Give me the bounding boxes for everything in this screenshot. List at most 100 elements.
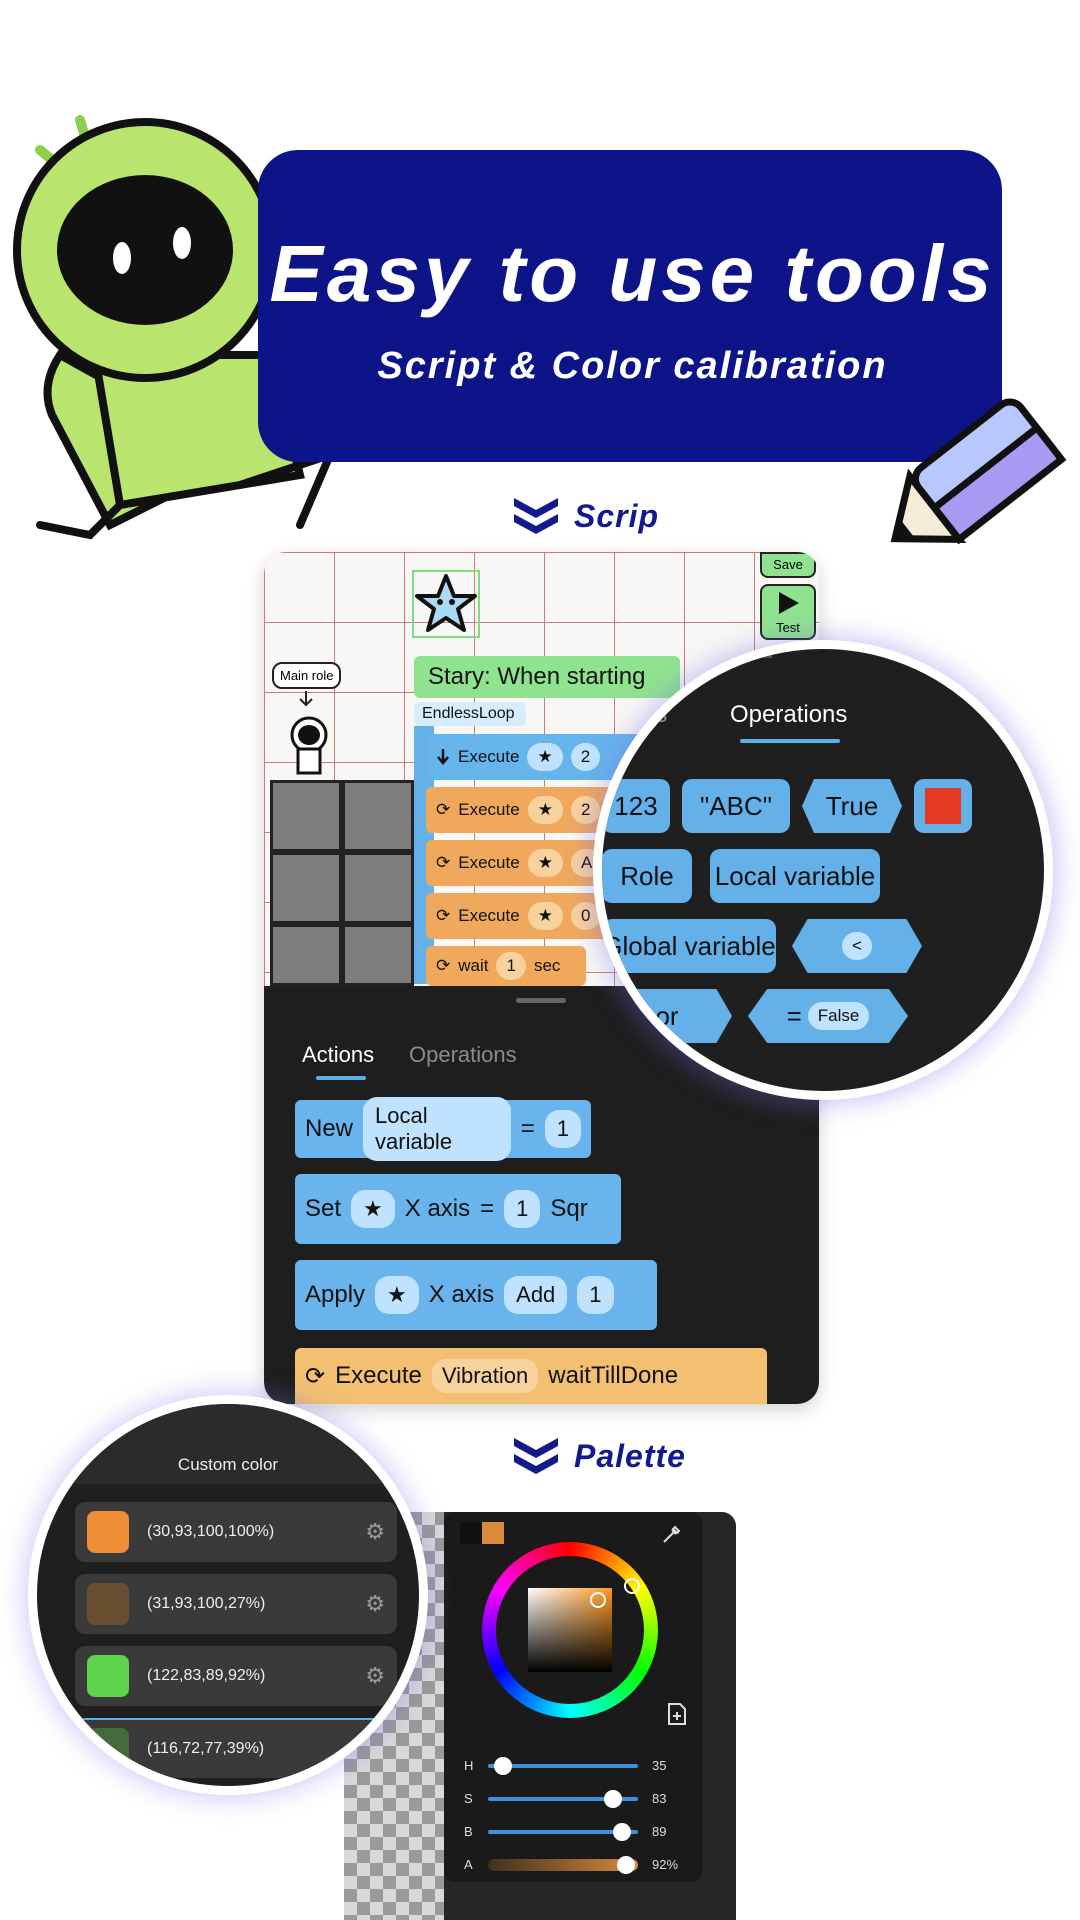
color-value: (30,93,100,100%) (147, 1523, 275, 1540)
color-picker-card (444, 1512, 702, 1882)
slider-knob[interactable] (603, 1790, 622, 1808)
save-button[interactable]: Save (760, 552, 816, 578)
previous-color-swatch[interactable] (460, 1522, 482, 1544)
custom-color-row[interactable]: (30,93,100,100%) ⚙ (75, 1502, 397, 1562)
sb-picker-knob[interactable] (590, 1592, 606, 1608)
gear-icon[interactable]: ⚙ (365, 1591, 385, 1616)
operations-zoom-circle: ns Operations 123 "ABC" True Role Local … (593, 640, 1053, 1100)
play-icon (779, 592, 799, 614)
slider-label: H (464, 1758, 474, 1773)
star-icon: ★ (527, 902, 563, 930)
new-variable-block[interactable]: New Local variable = 1 (295, 1097, 591, 1161)
ground-tile (342, 852, 414, 924)
axis-field[interactable]: X axis (428, 1281, 495, 1308)
slider-knob[interactable] (612, 1823, 631, 1841)
test-label: Test (776, 620, 800, 635)
slider-track[interactable] (488, 1830, 638, 1834)
loop-label[interactable]: EndlessLoop (414, 702, 526, 726)
value-field[interactable]: 1 (544, 1110, 581, 1148)
script-editor-screenshot: Save Test Main role Stary: When starting… (264, 552, 819, 1404)
main-role-tag: Main role (272, 662, 342, 689)
axis-field[interactable]: X axis (404, 1195, 471, 1222)
main-role-sprite[interactable] (284, 687, 334, 782)
slider-track[interactable] (488, 1764, 638, 1768)
gear-icon[interactable]: ⚙ (365, 1663, 385, 1688)
custom-color-title: Custom color (177, 1455, 279, 1474)
apply-block[interactable]: Apply ★ X axis Add 1 (295, 1260, 657, 1330)
block-label: New (305, 1115, 354, 1142)
tab-partial[interactable]: ns (642, 701, 668, 728)
refresh-icon: ⟳ (305, 1362, 326, 1390)
custom-color-row-selected[interactable]: (116,72,77,39%) (75, 1718, 397, 1778)
refresh-icon: ⟳ (436, 853, 451, 872)
sheet-handle[interactable] (516, 998, 566, 1003)
wait-unit: sec (533, 956, 561, 975)
slider-value: 89 (652, 1824, 667, 1839)
value-field[interactable]: 1 (577, 1276, 614, 1314)
custom-color-row[interactable]: (31,93,100,27%) ⚙ (75, 1574, 397, 1634)
eyedropper-icon[interactable] (660, 1522, 684, 1546)
slider-track[interactable] (488, 1797, 638, 1801)
custom-color-row[interactable]: (122,83,89,92%) ⚙ (75, 1646, 397, 1706)
test-button[interactable]: Test (760, 584, 816, 640)
variable-field[interactable]: Local variable (363, 1097, 511, 1161)
hue-picker-knob[interactable] (624, 1578, 640, 1594)
slider-value: 35 (652, 1758, 667, 1773)
sheet-handle (712, 654, 772, 658)
action-field[interactable]: Vibration (431, 1359, 539, 1393)
string-block[interactable]: "ABC" (682, 779, 790, 833)
operator: = (520, 1115, 535, 1142)
execute-arg[interactable]: 2 (570, 743, 601, 771)
custom-color-zoom-circle: Custom color (30,93,100,100%) ⚙ (31,93,1… (28, 1395, 428, 1795)
execute-label: Execute (458, 853, 520, 872)
wait-block[interactable]: ⟳ wait 1 sec (426, 946, 586, 986)
color-swatch (925, 788, 961, 824)
local-variable-block[interactable]: Local variable (710, 849, 880, 903)
execute-arg[interactable]: 2 (570, 796, 601, 824)
slider-label: S (464, 1791, 473, 1806)
tab-actions[interactable]: Actions (302, 1042, 375, 1067)
tab-indicator (740, 739, 840, 743)
slider-knob[interactable] (617, 1856, 635, 1874)
tab-operations-active[interactable]: Operations (730, 701, 848, 728)
or-block[interactable]: or (602, 989, 732, 1043)
block-label: Set (305, 1195, 342, 1222)
operation-field[interactable]: Add (504, 1276, 568, 1314)
value-field[interactable]: False (807, 1002, 870, 1030)
slider-track[interactable] (488, 1859, 638, 1871)
color-value: (122,83,89,92%) (147, 1667, 266, 1684)
number-block[interactable]: 123 (602, 779, 670, 833)
equals-block[interactable]: = False (748, 989, 908, 1043)
execute-vibration-block[interactable]: ⟳ Execute Vibration waitTillDone (295, 1348, 767, 1404)
sprite-frame[interactable] (412, 570, 480, 638)
sqr-label: Sqr (550, 1195, 588, 1222)
tab-operations[interactable]: Operations (409, 1042, 517, 1067)
boolean-block[interactable]: True (802, 779, 902, 833)
wait-till-done-label: waitTillDone (548, 1362, 679, 1389)
block-label: Execute (335, 1362, 422, 1389)
role-block[interactable]: Role (602, 849, 692, 903)
gear-icon[interactable]: ⚙ (365, 1519, 385, 1544)
slider-knob[interactable] (494, 1757, 512, 1775)
color-block[interactable] (914, 779, 972, 833)
color-swatch (87, 1583, 129, 1625)
star-icon: ★ (375, 1276, 419, 1314)
set-block[interactable]: Set ★ X axis = 1 Sqr (295, 1174, 621, 1244)
add-file-icon[interactable] (666, 1702, 688, 1726)
refresh-icon: ⟳ (436, 800, 451, 819)
refresh-icon: ⟳ (436, 906, 451, 925)
slider-label: A (464, 1857, 473, 1872)
star-icon (415, 574, 477, 632)
wait-label: wait (458, 956, 489, 975)
chevron-down-icon (514, 498, 558, 534)
event-block-header[interactable]: Stary: When starting (414, 656, 680, 698)
tab-indicator (316, 1076, 366, 1080)
headline-banner (258, 150, 1002, 462)
refresh-icon: ⟳ (436, 956, 451, 975)
global-variable-block[interactable]: Global variable (602, 919, 776, 973)
value-field[interactable]: 1 (504, 1190, 541, 1228)
current-color-swatch[interactable] (482, 1522, 504, 1544)
less-than-block[interactable]: < (792, 919, 922, 973)
wait-value[interactable]: 1 (496, 952, 526, 980)
